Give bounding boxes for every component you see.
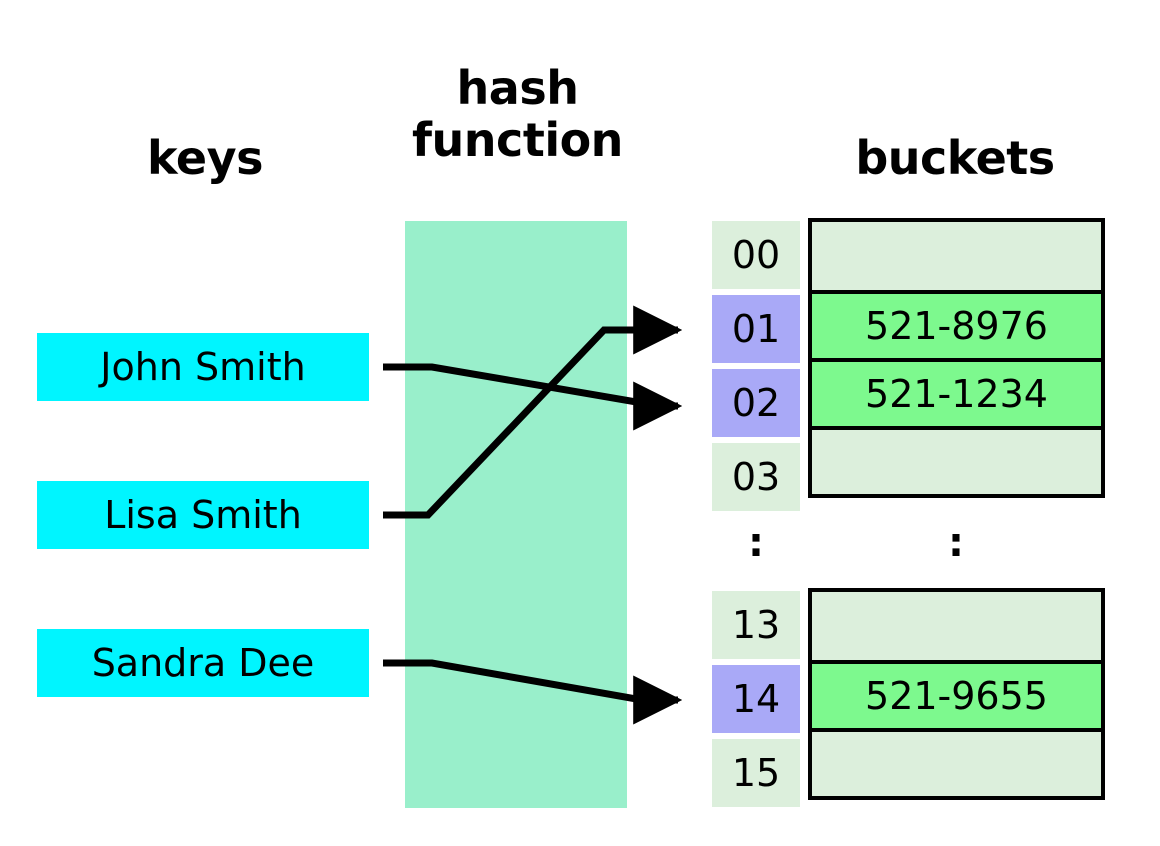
index-cell-15[interactable]: 15	[712, 739, 800, 807]
index-cell-13[interactable]: 13	[712, 591, 800, 659]
hash-function-band	[405, 221, 627, 808]
bucket-row-15[interactable]	[812, 728, 1101, 796]
keys-heading: keys	[147, 131, 263, 185]
buckets-ellipsis: :	[948, 520, 964, 566]
key-box-sandra-dee[interactable]: Sandra Dee	[37, 629, 369, 697]
key-box-lisa-smith[interactable]: Lisa Smith	[37, 481, 369, 549]
key-label: Lisa Smith	[104, 493, 302, 537]
hash-function-heading: hash function	[412, 61, 623, 167]
index-cell-01[interactable]: 01	[712, 295, 800, 363]
key-label: Sandra Dee	[91, 641, 315, 685]
index-cell-00[interactable]: 00	[712, 221, 800, 289]
bucket-row-02[interactable]: 521-1234	[812, 358, 1101, 426]
index-cell-02[interactable]: 02	[712, 369, 800, 437]
key-box-john-smith[interactable]: John Smith	[37, 333, 369, 401]
bucket-row-14[interactable]: 521-9655	[812, 660, 1101, 728]
key-label: John Smith	[100, 345, 306, 389]
bucket-group-bottom: 521-9655	[808, 588, 1105, 800]
index-cell-14[interactable]: 14	[712, 665, 800, 733]
buckets-heading: buckets	[855, 131, 1055, 185]
bucket-row-13[interactable]	[812, 592, 1101, 660]
bucket-row-03[interactable]	[812, 426, 1101, 494]
bucket-row-00[interactable]	[812, 222, 1101, 290]
bucket-row-01[interactable]: 521-8976	[812, 290, 1101, 358]
bucket-group-top: 521-8976 521-1234	[808, 218, 1105, 498]
index-ellipsis: :	[748, 520, 764, 566]
index-cell-03[interactable]: 03	[712, 443, 800, 511]
